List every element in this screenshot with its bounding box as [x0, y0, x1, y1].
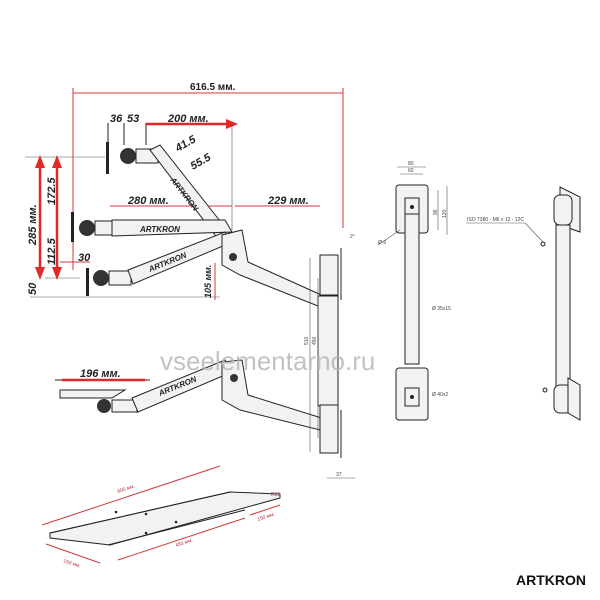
svg-text:Ø 40x2: Ø 40x2	[432, 392, 448, 398]
dim-36: 36	[110, 113, 123, 125]
pole-isometric-view: ISO 7380 - M6 x 12 - 12C	[466, 186, 581, 421]
svg-text:Ø 35x15: Ø 35x15	[432, 306, 451, 312]
dim-200: 200 мм.	[167, 113, 209, 125]
svg-text:Ø 9: Ø 9	[378, 240, 386, 246]
watermark: vseelementarno.ru	[160, 346, 375, 376]
dim-280: 280 мм.	[127, 195, 169, 207]
svg-text:80: 80	[408, 161, 414, 167]
dim-285: 285 мм.	[27, 204, 39, 246]
wall-pole-side-view: 510 450 2° 37	[304, 234, 355, 479]
svg-text:96: 96	[433, 209, 439, 215]
svg-text:37: 37	[336, 472, 342, 478]
dim-30: 30	[78, 252, 91, 264]
svg-text:150 мм.: 150 мм.	[62, 558, 81, 569]
dim-105: 105 мм.	[203, 265, 213, 298]
dim-229: 229 мм.	[267, 195, 309, 207]
svg-text:450 мм.: 450 мм.	[175, 538, 194, 549]
svg-text:600 мм.: 600 мм.	[117, 484, 136, 495]
svg-text:120: 120	[442, 209, 448, 218]
svg-text:510: 510	[304, 336, 310, 345]
dim-55-5: 55.5	[189, 151, 214, 173]
svg-text:60: 60	[408, 168, 414, 174]
pole-front-view: 80 60 96 120 Ø 9 Ø 35x15 Ø 40x2	[377, 161, 451, 421]
svg-text:450: 450	[312, 336, 318, 345]
svg-text:2°: 2°	[350, 234, 355, 240]
dim-50: 50	[27, 282, 39, 295]
svg-text:150 мм.: 150 мм.	[257, 512, 276, 523]
extension-arm-upper	[221, 229, 329, 311]
dim-112-5: 112.5	[46, 237, 58, 265]
dim-172-5: 172.5	[46, 177, 58, 205]
brand-logo: ARTKRON	[516, 572, 586, 588]
monitor-arm-middle: ARTKRON	[71, 212, 233, 242]
dim-41-5: 41.5	[173, 133, 199, 155]
svg-text:R50: R50	[271, 492, 280, 498]
svg-text:ARTKRON: ARTKRON	[139, 225, 180, 234]
dim-53: 53	[127, 113, 139, 125]
svg-text:616.5 мм.: 616.5 мм.	[190, 82, 236, 93]
dim-196: 196 мм.	[80, 368, 121, 380]
svg-text:ISO 7380 - M6 x 12 - 12C: ISO 7380 - M6 x 12 - 12C	[467, 217, 524, 223]
keyboard-tray-plate: 600 мм. R50 150 мм. 450 мм. 150 мм.	[41, 465, 281, 569]
